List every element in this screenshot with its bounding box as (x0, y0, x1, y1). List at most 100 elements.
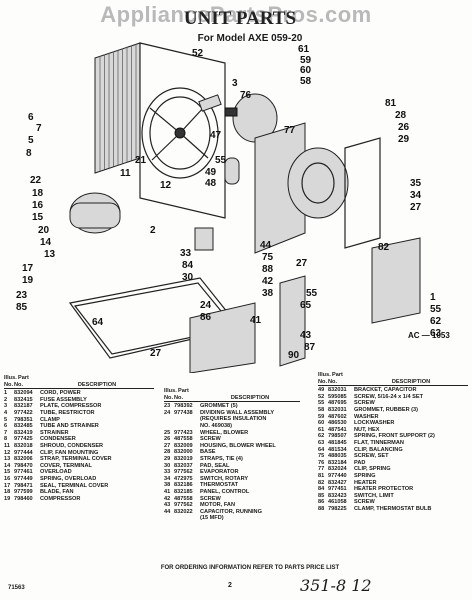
model-subtitle: For Model AXE 059-20 (197, 33, 303, 44)
part-no: 832031 (328, 406, 347, 413)
illus-no: 30 (164, 462, 171, 469)
description: HOUSING, BLOWER WHEEL (200, 442, 276, 449)
callout-c63: 63 (430, 328, 442, 339)
hdr-part: Part (18, 375, 29, 381)
callout-c44: 44 (260, 240, 272, 251)
part-no: 832187 (14, 403, 33, 410)
part-no: 461058 (328, 499, 347, 506)
illus-no: 38 (164, 482, 171, 489)
handwritten-note: 351-8 12 (300, 576, 372, 595)
part-no: 832009 (174, 442, 193, 449)
illus-no: 62 (318, 433, 325, 440)
illus-no: 24 (164, 409, 171, 416)
description: SCREW, 5/16-24 x 1/4 SET (354, 393, 424, 400)
description: PAD (354, 459, 366, 466)
hdr-no: No. (318, 378, 328, 385)
illus-no: 55 (318, 400, 325, 407)
description: SEAL, TERMINAL COVER (40, 482, 109, 489)
evaporator-middle (189, 302, 256, 373)
callout-c5: 5 (28, 135, 34, 146)
illus-no: 8 (4, 436, 8, 443)
description: SWITCH, LIMIT (354, 492, 394, 499)
description: TUBE AND STRAINER (40, 423, 99, 430)
part-no: 798470 (14, 462, 33, 469)
callout-c23: 23 (16, 290, 28, 301)
part-no: 832427 (328, 479, 347, 486)
callout-c82: 82 (378, 242, 390, 253)
description: STRAP, TERMINAL COVER (40, 456, 112, 463)
description: SCREW (200, 436, 221, 443)
part-no: 832018 (14, 442, 33, 449)
hdr-illus: Illus. (164, 388, 177, 394)
hdr-part: Part (332, 372, 343, 378)
callout-c2: 2 (150, 225, 156, 236)
illus-no: 28 (164, 449, 171, 456)
description: SCREW, SET (354, 453, 389, 460)
callout-c28: 28 (395, 110, 407, 121)
description: EVAPORATOR (200, 469, 239, 476)
footer-code: 71563 (8, 585, 25, 591)
illus-no: 52 (318, 393, 325, 400)
part-no: 977438 (174, 409, 193, 416)
description: CLIP, SPRING (354, 466, 391, 473)
callout-c52: 52 (192, 48, 204, 59)
part-no: 832006 (14, 456, 33, 463)
description: SPRING, FRONT SUPPORT (2) (354, 433, 435, 440)
illus-no: 75 (318, 453, 325, 460)
part-no: 487558 (174, 495, 193, 502)
part-no: 832423 (328, 492, 347, 499)
description: CLAMP, THERMOSTAT BULB (354, 505, 432, 512)
fan-blade (149, 105, 209, 161)
callout-c11: 11 (120, 168, 131, 179)
callout-c29: 29 (398, 134, 410, 145)
description: CONDENSER (40, 436, 76, 443)
callout-c55b: 55 (306, 288, 318, 299)
illus-no: 27 (164, 442, 171, 449)
illus-no: 15 (4, 469, 11, 476)
callout-c22: 22 (30, 175, 42, 186)
illus-no: 85 (318, 492, 325, 499)
part-no: 977440 (328, 472, 347, 479)
capacitor (224, 157, 240, 185)
callout-c35: 35 (410, 178, 422, 189)
illus-no: 19 (4, 495, 11, 502)
description: NO. 469038) (200, 422, 233, 429)
illus-no: 14 (4, 462, 11, 469)
illus-no: 41 (164, 488, 171, 495)
description: PAD, SEAL (200, 462, 230, 469)
description: (REQUIRES INSULATION (200, 416, 267, 423)
callout-c64: 64 (92, 317, 104, 328)
part-no: 472975 (174, 475, 193, 482)
part-no: 488035 (328, 453, 347, 460)
callout-c88: 88 (262, 264, 274, 275)
callout-c43: 43 (300, 330, 312, 341)
callout-c19: 19 (22, 275, 34, 286)
illus-no: 44 (164, 508, 171, 515)
callout-c84: 84 (182, 260, 194, 271)
part-no: 487558 (174, 436, 193, 443)
illus-no: 86 (318, 499, 325, 506)
illus-no: 25 (164, 429, 171, 436)
blower-wheel (287, 147, 349, 219)
